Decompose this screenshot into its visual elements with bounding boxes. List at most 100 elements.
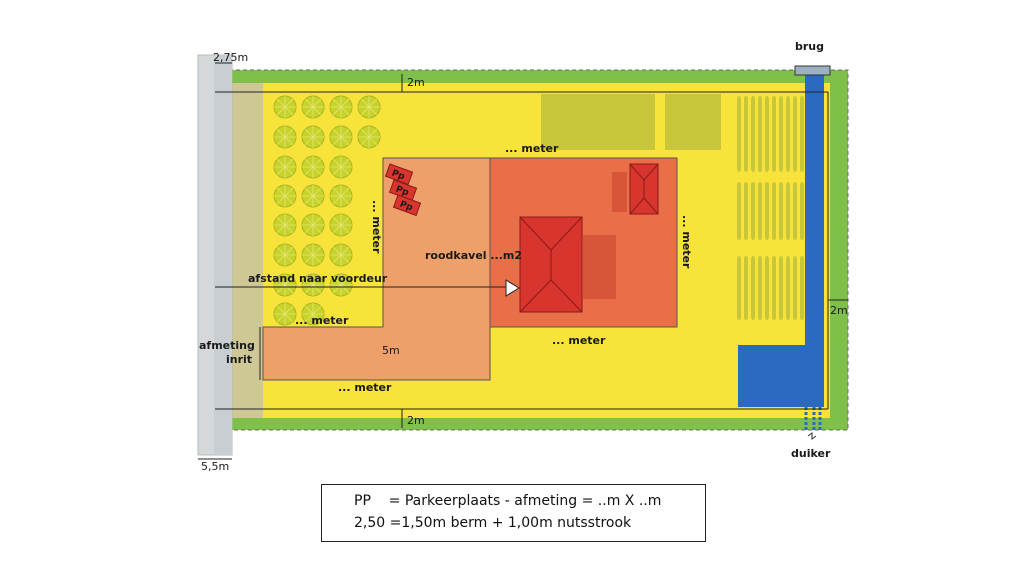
parking-spot: Pp bbox=[384, 163, 414, 186]
crop-row bbox=[765, 182, 769, 240]
crop-row bbox=[737, 182, 741, 240]
front-door-marker bbox=[505, 279, 520, 297]
water-channel bbox=[805, 74, 824, 407]
parking-spot: Pp bbox=[392, 194, 422, 217]
tree-grid bbox=[273, 95, 381, 326]
crop-row bbox=[786, 256, 790, 320]
orchard-block-1 bbox=[541, 94, 655, 150]
crop-row bbox=[758, 256, 762, 320]
tree-icon bbox=[329, 184, 353, 208]
crop-row bbox=[758, 96, 762, 172]
tree-icon bbox=[329, 273, 353, 297]
label-top-2m: 2m bbox=[407, 76, 425, 89]
crop-rows-2 bbox=[737, 182, 804, 240]
crop-row bbox=[751, 182, 755, 240]
tree-icon bbox=[301, 125, 325, 149]
orchard-block-2 bbox=[665, 94, 721, 150]
label-duiker: duiker bbox=[791, 447, 831, 460]
tree-icon bbox=[301, 184, 325, 208]
label-meter-top: ... meter bbox=[505, 142, 559, 155]
crop-row bbox=[800, 182, 804, 240]
label-meter-left-vertical: ... meter bbox=[370, 200, 383, 254]
tree-icon bbox=[329, 243, 353, 267]
crop-row bbox=[779, 182, 783, 240]
annex-shadow bbox=[612, 172, 627, 212]
parking-spot-label: Pp bbox=[390, 169, 406, 183]
label-afstand-voordeur: afstand naar voordeur bbox=[248, 272, 388, 285]
crop-row bbox=[786, 96, 790, 172]
label-inrit: inrit bbox=[226, 353, 252, 366]
legend-line-parking: PP = Parkeerplaats - afmeting = ..m X ..… bbox=[354, 493, 662, 509]
crop-row bbox=[786, 182, 790, 240]
crop-rows-1 bbox=[737, 96, 804, 172]
crop-row bbox=[793, 182, 797, 240]
tree-icon bbox=[329, 95, 353, 119]
label-meter-lower-left: ... meter bbox=[295, 314, 349, 327]
parking-spot-label: Pp bbox=[398, 200, 414, 214]
crop-row bbox=[800, 96, 804, 172]
house-shadow bbox=[583, 235, 616, 299]
label-width-275: 2,75m bbox=[213, 51, 248, 64]
tree-icon bbox=[273, 302, 297, 326]
label-right-2m: 2m bbox=[830, 304, 848, 317]
tree-icon bbox=[329, 155, 353, 179]
crop-row bbox=[737, 256, 741, 320]
tree-icon bbox=[301, 213, 325, 237]
tree-icon bbox=[301, 302, 325, 326]
annex-building bbox=[629, 163, 659, 215]
crop-row bbox=[779, 96, 783, 172]
crop-row bbox=[779, 256, 783, 320]
crop-row bbox=[765, 256, 769, 320]
tree-icon bbox=[357, 125, 381, 149]
tree-icon bbox=[301, 273, 325, 297]
tree-icon bbox=[357, 95, 381, 119]
legend-box: PP = Parkeerplaats - afmeting = ..m X ..… bbox=[321, 484, 706, 542]
tree-icon bbox=[301, 155, 325, 179]
main-house bbox=[519, 216, 583, 313]
crop-row bbox=[744, 182, 748, 240]
culvert bbox=[804, 407, 822, 440]
crop-row bbox=[737, 96, 741, 172]
tree-icon bbox=[273, 95, 297, 119]
label-brug: brug bbox=[795, 40, 824, 53]
tree-icon bbox=[273, 273, 297, 297]
label-meter-bottom: ... meter bbox=[338, 381, 392, 394]
crop-row bbox=[751, 256, 755, 320]
tree-icon bbox=[273, 125, 297, 149]
label-5m: 5m bbox=[382, 344, 400, 357]
crop-row bbox=[800, 256, 804, 320]
tree-icon bbox=[329, 125, 353, 149]
label-afmeting: afmeting bbox=[199, 339, 255, 352]
label-width-55: 5,5m bbox=[201, 460, 229, 473]
crop-row bbox=[793, 96, 797, 172]
crop-rows-3 bbox=[737, 256, 804, 320]
crop-row bbox=[772, 256, 776, 320]
tree-icon bbox=[329, 213, 353, 237]
water-pond bbox=[738, 345, 824, 407]
dimension-lines bbox=[198, 62, 848, 460]
crop-row bbox=[772, 182, 776, 240]
tree-icon bbox=[273, 243, 297, 267]
label-meter-lower-right: ... meter bbox=[552, 334, 606, 347]
crop-row bbox=[744, 256, 748, 320]
tree-icon bbox=[273, 184, 297, 208]
tree-icon bbox=[273, 155, 297, 179]
crop-row bbox=[744, 96, 748, 172]
road-inner bbox=[214, 55, 232, 455]
label-meter-right-vertical: ... meter bbox=[680, 215, 693, 269]
label-bottom-2m: 2m bbox=[407, 414, 425, 427]
tree-icon bbox=[301, 95, 325, 119]
tree-icon bbox=[301, 243, 325, 267]
berm-strip bbox=[232, 83, 263, 418]
label-roodkavel: roodkavel ...m2 bbox=[425, 249, 522, 262]
crop-row bbox=[758, 182, 762, 240]
tree-icon bbox=[273, 213, 297, 237]
crop-row bbox=[793, 256, 797, 320]
crop-row bbox=[772, 96, 776, 172]
crop-row bbox=[765, 96, 769, 172]
bridge bbox=[794, 65, 831, 76]
legend-line-berm: 2,50 =1,50m berm + 1,00m nutsstrook bbox=[354, 515, 632, 531]
crop-row bbox=[751, 96, 755, 172]
